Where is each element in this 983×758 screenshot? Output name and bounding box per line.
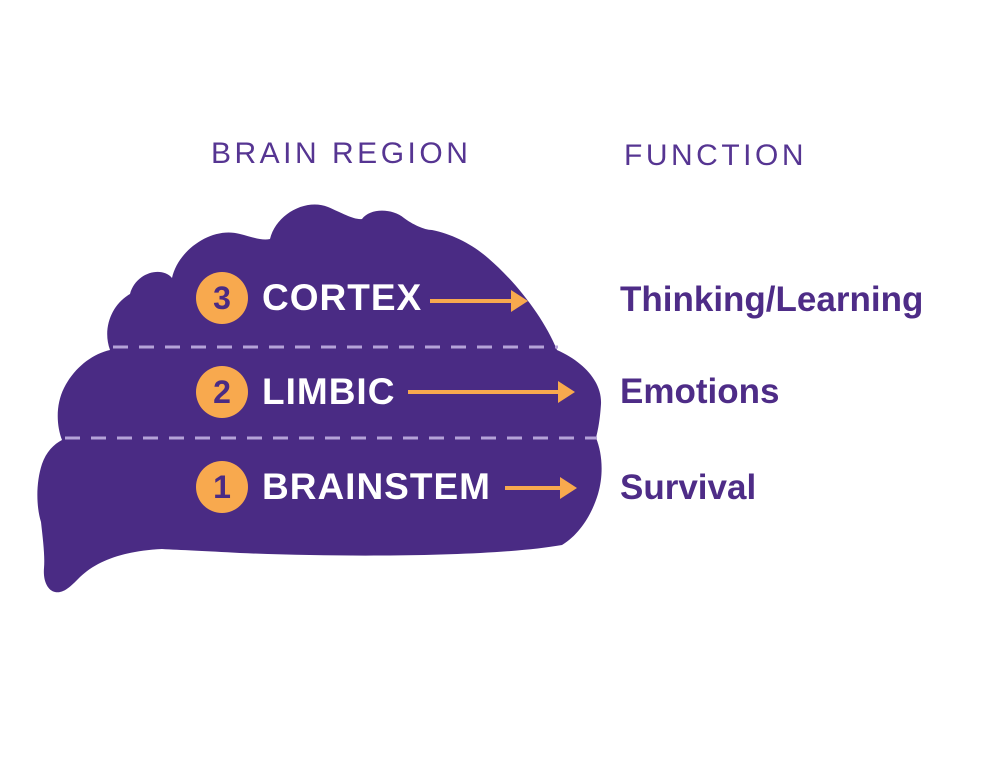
region-label-limbic: LIMBIC	[262, 371, 396, 412]
arrow-shaft	[408, 390, 558, 394]
number-badge-2: 2	[196, 366, 248, 418]
column-header-brain-region: BRAIN REGION	[211, 137, 472, 170]
number-badge-1: 1	[196, 461, 248, 513]
arrow-head	[511, 290, 528, 312]
region-row-cortex: 3 CORTEX	[196, 272, 422, 324]
arrow-head	[558, 381, 575, 403]
arrow-right-icon	[408, 381, 575, 403]
function-label-survival: Survival	[620, 468, 757, 507]
region-label-cortex: CORTEX	[262, 277, 423, 318]
arrow-right-icon	[430, 290, 528, 312]
arrow-head	[560, 477, 577, 499]
region-number: 1	[213, 469, 231, 505]
function-label-emotions: Emotions	[620, 372, 780, 411]
region-row-limbic: 2 LIMBIC	[196, 366, 395, 418]
region-number: 2	[213, 374, 231, 410]
arrow-shaft	[430, 299, 511, 303]
region-number: 3	[213, 280, 231, 316]
number-badge-3: 3	[196, 272, 248, 324]
arrow-right-icon	[505, 477, 577, 499]
column-header-function: FUNCTION	[624, 139, 807, 172]
region-row-brainstem: 1 BRAINSTEM	[196, 461, 491, 513]
arrow-shaft	[505, 486, 560, 490]
function-label-thinking-learning: Thinking/Learning	[620, 280, 924, 319]
region-label-brainstem: BRAINSTEM	[262, 466, 491, 507]
